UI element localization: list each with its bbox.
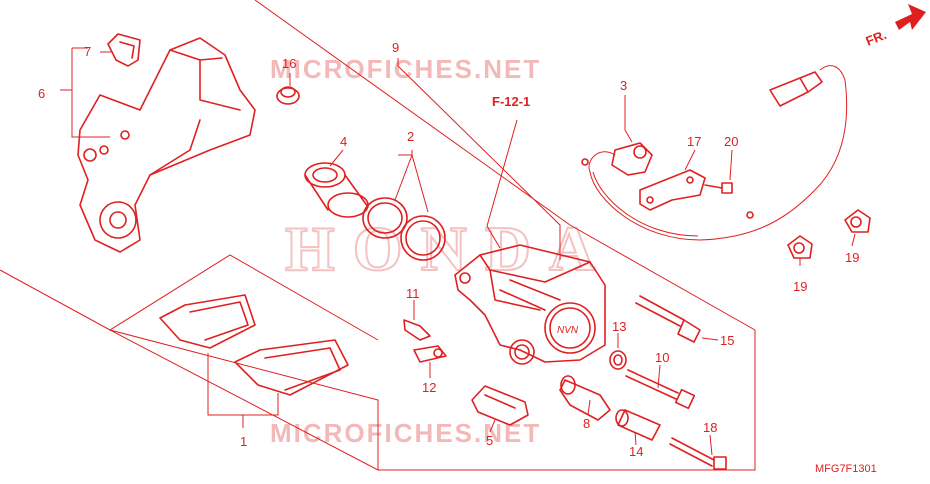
callout-16: 16 [282,56,296,71]
pin-bolt-part-15 [635,295,701,343]
reference-label: F-12-1 [492,94,530,109]
callout-7: 7 [84,44,91,59]
callout-20: 20 [724,134,738,149]
callout-12: 12 [422,380,436,395]
bleeder-part-11 [403,319,431,341]
svg-text:NVN: NVN [557,325,579,336]
pad-retainer-part-5 [471,385,529,426]
cable-clamp-part-19-left [787,235,813,259]
sensor-part-3 [581,65,848,241]
callout-15: 15 [720,333,734,348]
caliper-body: NVN [454,244,606,365]
diagram-code: MFG7F1301 [815,463,877,475]
bleeder-cap-part-12 [413,345,447,363]
pad-frame [108,254,379,471]
assembly-frame [0,0,756,471]
callout-19-right: 19 [845,250,859,265]
brake-pads-part-1 [159,294,349,396]
watermark-top: MICROFICHES.NET [270,54,541,84]
callout-3: 3 [620,78,627,93]
callout-2: 2 [407,129,414,144]
callout-9: 9 [392,40,399,55]
caliper-bracket-part-6 [77,37,256,253]
bolt-part-20 [704,182,733,194]
callout-11: 11 [406,286,420,301]
callout-19-left: 19 [793,279,807,294]
piston-seals-part-2 [362,197,446,261]
callout-13: 13 [612,319,626,334]
front-direction-label: FR. [864,27,889,49]
callout-10: 10 [655,350,669,365]
washer-part-13 [609,350,627,370]
leader-lines [60,47,856,456]
bolt-part-18 [669,437,727,470]
pin-boot-part-8 [559,375,611,421]
piston-part-4 [304,162,369,218]
callout-17: 17 [687,134,701,149]
watermark-bottom: MICROFICHES.NET [270,418,541,448]
sensor-bracket-part-17 [639,169,706,211]
pad-spring-part-7 [107,33,141,67]
callout-4: 4 [340,134,347,149]
callout-5: 5 [486,433,493,448]
front-direction-arrow: FR. [864,4,926,49]
pin-part-10 [625,369,696,410]
callout-1: 1 [240,434,247,449]
cable-clamp-part-19-right [844,209,871,233]
callout-8: 8 [583,416,590,431]
pin-boot-part-14 [615,409,661,441]
boot-part-16 [276,86,300,105]
callout-14: 14 [629,444,643,459]
callout-6: 6 [38,86,45,101]
callout-18: 18 [703,420,717,435]
